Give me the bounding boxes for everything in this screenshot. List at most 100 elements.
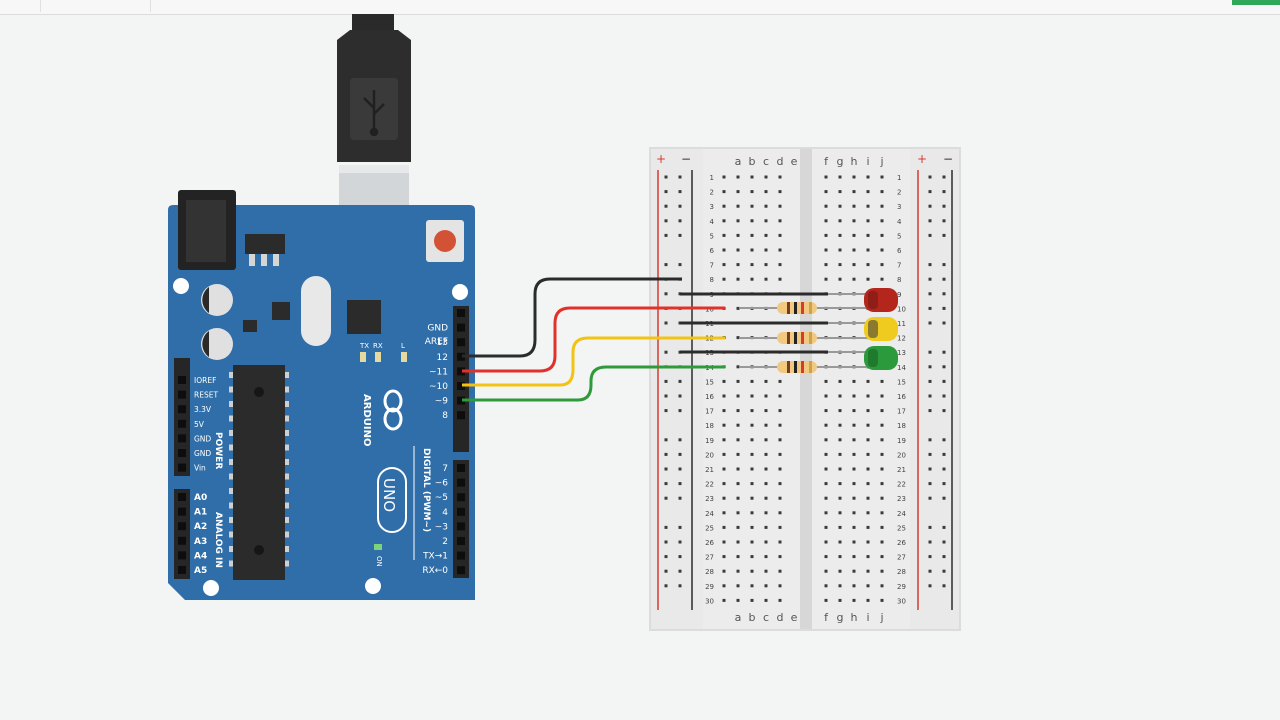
rail-hole[interactable] [942,321,946,325]
rail-hole[interactable] [942,394,946,398]
rail-hole[interactable] [664,350,668,354]
breadboard-hole[interactable] [880,540,884,544]
breadboard-hole[interactable] [852,219,856,223]
breadboard-hole[interactable] [880,394,884,398]
rail-hole[interactable] [664,204,668,208]
rail-hole[interactable] [678,482,682,486]
rail-hole[interactable] [678,496,682,500]
rail-hole[interactable] [664,292,668,296]
rail-hole[interactable] [664,190,668,194]
breadboard-hole[interactable] [736,423,740,427]
breadboard-hole[interactable] [824,584,828,588]
breadboard-hole[interactable] [764,204,768,208]
breadboard-hole[interactable] [880,467,884,471]
breadboard-hole[interactable] [838,379,842,383]
rail-hole[interactable] [928,438,932,442]
rail-hole[interactable] [678,204,682,208]
rail-hole[interactable] [678,394,682,398]
breadboard-hole[interactable] [778,540,782,544]
header-socket[interactable] [178,566,186,574]
breadboard-hole[interactable] [722,511,726,515]
rail-hole[interactable] [928,292,932,296]
rail-hole[interactable] [664,219,668,223]
breadboard-hole[interactable] [852,540,856,544]
breadboard-hole[interactable] [764,525,768,529]
rail-hole[interactable] [678,438,682,442]
breadboard-hole[interactable] [736,569,740,573]
header-socket[interactable] [178,390,186,399]
breadboard-hole[interactable] [736,175,740,179]
rail-hole[interactable] [942,584,946,588]
breadboard-hole[interactable] [764,277,768,281]
breadboard-hole[interactable] [778,511,782,515]
breadboard-hole[interactable] [778,190,782,194]
breadboard-hole[interactable] [722,175,726,179]
rail-hole[interactable] [928,525,932,529]
rail-hole[interactable] [928,350,932,354]
breadboard-hole[interactable] [838,438,842,442]
header-socket[interactable] [457,367,465,376]
breadboard-hole[interactable] [736,482,740,486]
breadboard-hole[interactable] [852,467,856,471]
rail-hole[interactable] [942,365,946,369]
header-socket[interactable] [178,405,186,414]
breadboard-hole[interactable] [778,555,782,559]
rail-hole[interactable] [678,525,682,529]
rail-hole[interactable] [678,409,682,413]
breadboard-hole[interactable] [866,277,870,281]
breadboard-hole[interactable] [866,584,870,588]
resistor[interactable] [777,332,817,344]
breadboard-hole[interactable] [852,204,856,208]
breadboard-hole[interactable] [750,204,754,208]
rail-hole[interactable] [678,540,682,544]
breadboard-hole[interactable] [880,584,884,588]
breadboard-hole[interactable] [764,248,768,252]
breadboard-hole[interactable] [824,219,828,223]
header-socket[interactable] [457,551,465,560]
breadboard-hole[interactable] [722,598,726,602]
breadboard-hole[interactable] [778,379,782,383]
breadboard-hole[interactable] [880,525,884,529]
breadboard-hole[interactable] [866,409,870,413]
rail-hole[interactable] [664,321,668,325]
rail-hole[interactable] [942,350,946,354]
breadboard-hole[interactable] [764,584,768,588]
breadboard-hole[interactable] [852,569,856,573]
wire-pin11-green[interactable] [462,365,725,402]
breadboard-hole[interactable] [866,233,870,237]
rail-hole[interactable] [664,496,668,500]
breadboard-hole[interactable] [750,409,754,413]
rail-hole[interactable] [664,584,668,588]
breadboard-hole[interactable] [736,452,740,456]
breadboard-hole[interactable] [866,379,870,383]
toolbar-accent-button[interactable] [1232,0,1280,5]
rail-hole[interactable] [942,263,946,267]
breadboard-hole[interactable] [880,190,884,194]
breadboard-hole[interactable] [838,525,842,529]
breadboard-hole[interactable] [750,598,754,602]
breadboard-hole[interactable] [824,467,828,471]
breadboard-hole[interactable] [736,598,740,602]
breadboard-hole[interactable] [880,204,884,208]
breadboard-hole[interactable] [764,467,768,471]
breadboard-hole[interactable] [750,394,754,398]
header-socket[interactable] [457,507,465,516]
header-socket[interactable] [457,352,465,361]
breadboard-hole[interactable] [722,277,726,281]
breadboard-hole[interactable] [838,569,842,573]
breadboard-hole[interactable] [750,452,754,456]
rail-hole[interactable] [928,277,932,281]
breadboard-hole[interactable] [778,438,782,442]
breadboard-hole[interactable] [764,569,768,573]
breadboard-hole[interactable] [838,555,842,559]
breadboard-hole[interactable] [750,467,754,471]
breadboard-hole[interactable] [852,277,856,281]
breadboard-hole[interactable] [764,219,768,223]
breadboard-hole[interactable] [838,190,842,194]
header-socket[interactable] [457,396,465,405]
breadboard-hole[interactable] [880,452,884,456]
rail-hole[interactable] [928,219,932,223]
rail-hole[interactable] [678,555,682,559]
breadboard-hole[interactable] [778,525,782,529]
breadboard-hole[interactable] [778,204,782,208]
